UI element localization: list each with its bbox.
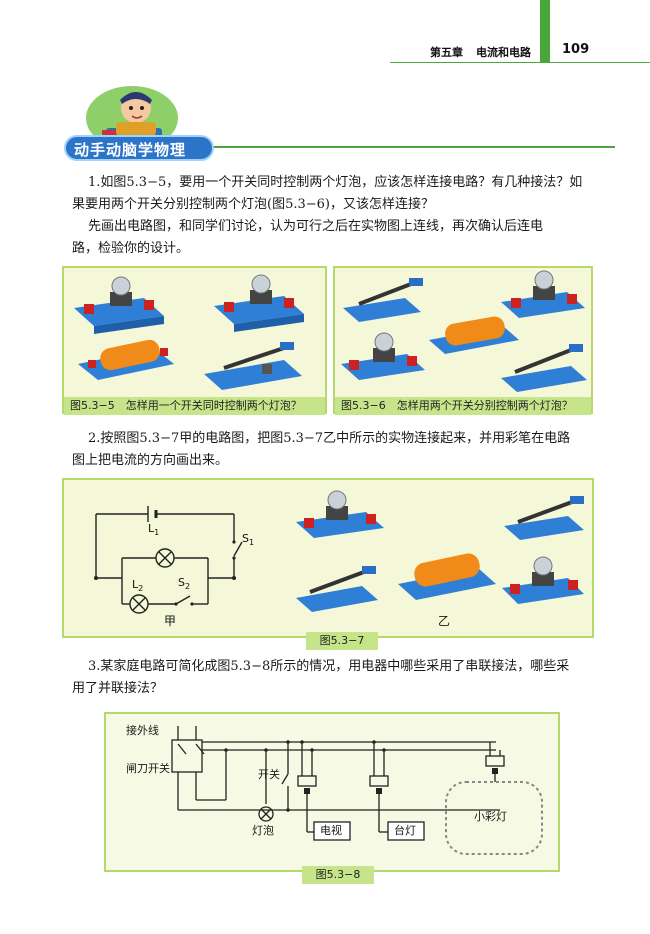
label-color-lights: 小彩灯	[474, 810, 507, 823]
question-2-line-1: 2.按照图5.3−7甲的电路图，把图5.3−7乙中所示的实物连接起来，并用彩笔在…	[88, 431, 571, 446]
label-switch: 开关	[258, 768, 280, 781]
label-bulb: 灯泡	[252, 824, 274, 837]
figure-5-3-5	[62, 266, 327, 414]
question-1-line-2: 果要用两个开关分别控制两个灯泡(图5.3−6)，又该怎样连接？	[72, 197, 434, 212]
question-1-line-3: 先画出电路图，和同学们讨论，认为可行之后在实物图上连线，再次确认后连电	[88, 219, 544, 234]
label-desk-lamp: 台灯	[394, 824, 416, 837]
label-l2: L2	[132, 578, 144, 594]
label-knife-switch: 闸刀开关	[126, 762, 170, 775]
section-banner-text: 动手动脑学物理	[74, 141, 187, 159]
question-3-line-1: 3.某家庭电路可简化成图5.3−8所示的情况，用电器中哪些采用了串联接法，哪些采	[88, 659, 570, 674]
label-s1: S1	[242, 532, 255, 548]
question-3-line-2: 用了并联接法？	[72, 681, 164, 696]
figure-5-3-8: 接外线 闸刀开关 开关 灯泡 电视 台灯 小彩灯	[104, 712, 560, 872]
figure-5-3-5-illustration	[74, 274, 304, 390]
header-green-bar	[540, 0, 550, 62]
chapter-title: 电流和电路	[476, 46, 531, 59]
question-2-line-2: 图上把电流的方向画出来。	[72, 453, 229, 468]
figure-5-3-6-illustration	[341, 270, 587, 392]
label-s2: S2	[178, 576, 191, 592]
figure-5-3-5-caption: 图5.3−5 怎样用一个开关同时控制两个灯泡？	[64, 397, 325, 415]
figure-5-3-6	[333, 266, 593, 414]
question-1-line-1: 1.如图5.3−5，要用一个开关同时控制两个灯泡，应该怎样连接电路？有几种接法？…	[88, 175, 583, 190]
cartoon-boy-illustration	[80, 78, 180, 150]
label-mains: 接外线	[126, 724, 159, 737]
section-rule	[140, 146, 615, 148]
figure-5-3-6-caption: 图5.3−6 怎样用两个开关分别控制两个灯泡？	[335, 397, 591, 415]
household-circuit-diagram	[171, 726, 543, 855]
circuit-diagram-jia	[94, 506, 243, 614]
label-tv: 电视	[320, 824, 342, 837]
question-1-line-4: 路，检验你的设计。	[72, 241, 190, 256]
page-number: 109	[562, 42, 590, 57]
label-l1: L1	[148, 522, 160, 538]
chapter-label: 第五章	[430, 46, 463, 59]
figure-5-3-7-caption: 图5.3−7	[306, 632, 378, 650]
section-banner	[64, 135, 214, 161]
label-jia: 甲	[164, 614, 177, 628]
figure-5-3-8-caption: 图5.3−8	[302, 866, 374, 884]
figure-5-3-7: L1 S1 L2 S2 甲 乙	[62, 478, 594, 638]
apparatus-yi	[296, 490, 584, 612]
header-rule	[390, 62, 650, 63]
label-yi: 乙	[438, 614, 451, 628]
